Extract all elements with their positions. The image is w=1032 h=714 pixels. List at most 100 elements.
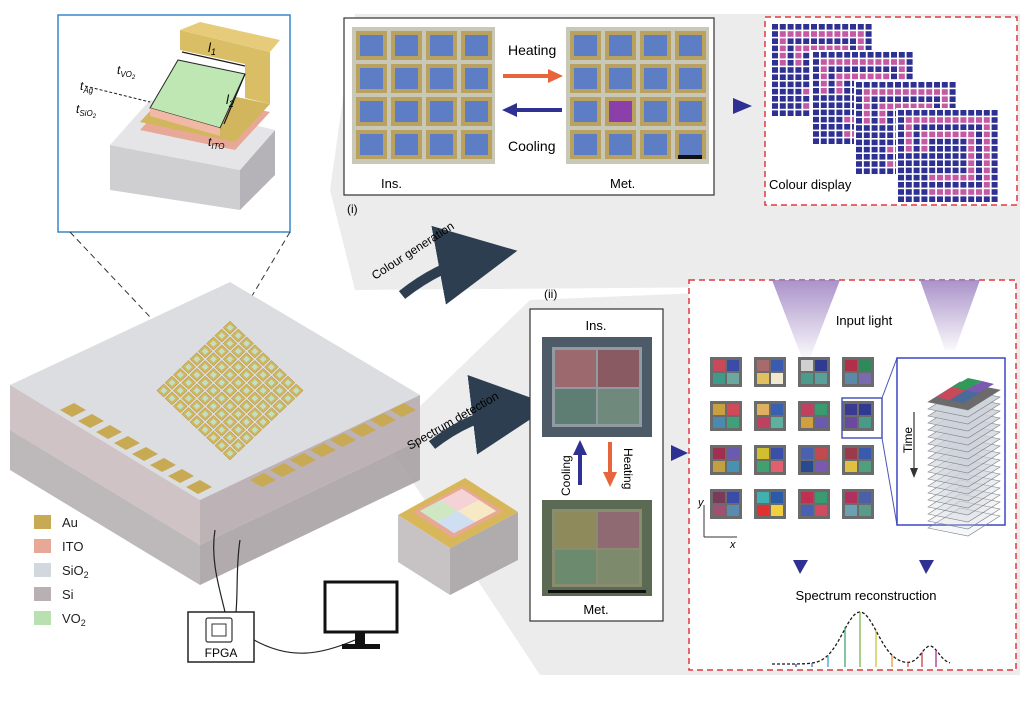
vo2-pixel bbox=[226, 387, 234, 394]
display-pixel bbox=[879, 89, 886, 95]
filter-subpixel bbox=[727, 417, 739, 428]
display-pixel bbox=[968, 160, 975, 166]
pixel-cell bbox=[574, 134, 597, 155]
display-pixel bbox=[844, 88, 851, 94]
display-pixel bbox=[944, 110, 951, 116]
display-pixel bbox=[844, 52, 851, 58]
display-pixel bbox=[921, 146, 928, 152]
display-pixel bbox=[772, 60, 778, 66]
display-pixel bbox=[820, 131, 827, 137]
display-pixel bbox=[887, 154, 894, 160]
time-slice-subpixel bbox=[950, 390, 980, 403]
display-pixel bbox=[787, 103, 794, 109]
display-pixel bbox=[836, 124, 843, 130]
display-pixel bbox=[836, 66, 843, 72]
filter-subpixel bbox=[859, 505, 871, 516]
pixel-cell bbox=[644, 101, 667, 122]
display-pixel bbox=[828, 131, 835, 137]
display-pixel bbox=[813, 73, 819, 80]
contact-pad bbox=[150, 458, 176, 472]
display-pixel bbox=[820, 66, 827, 72]
display-pixel bbox=[905, 160, 912, 166]
display-pixel bbox=[926, 103, 933, 110]
display-pixel bbox=[844, 124, 851, 130]
filter-subpixel bbox=[815, 373, 827, 384]
scale-bar bbox=[678, 155, 702, 159]
down-arrow-left bbox=[793, 560, 808, 574]
spectrum-analysis: Input light Time y x Spectrum reconstruc… bbox=[688, 279, 1017, 671]
display-pixel bbox=[820, 73, 827, 80]
display-pixel bbox=[813, 138, 819, 144]
contact-pad bbox=[186, 480, 212, 494]
display-pixel bbox=[929, 146, 936, 152]
display-pixel bbox=[836, 102, 843, 108]
display-pixel bbox=[906, 66, 913, 72]
display-pixel bbox=[952, 160, 959, 166]
vo2-pixel bbox=[243, 387, 251, 394]
display-pixel bbox=[836, 80, 843, 87]
pixel-cell bbox=[644, 35, 667, 56]
display-pixel bbox=[779, 81, 786, 88]
display-pixel bbox=[913, 146, 920, 152]
vo2-pixel bbox=[201, 426, 209, 434]
legend-label: Au bbox=[62, 515, 78, 530]
display-pixel bbox=[795, 110, 802, 116]
filter-subpixel bbox=[801, 505, 813, 516]
display-pixel bbox=[934, 103, 940, 110]
vo2-pixel bbox=[276, 402, 284, 410]
display-pixel bbox=[779, 67, 786, 73]
display-pixel bbox=[910, 103, 917, 110]
filter-subpixel bbox=[727, 448, 739, 459]
display-pixel bbox=[929, 196, 936, 202]
filter-subpixel bbox=[771, 448, 783, 459]
pixel-cell bbox=[430, 134, 453, 155]
display-pixel bbox=[952, 131, 959, 138]
vo2-pixel bbox=[218, 348, 226, 355]
display-pixel bbox=[857, 45, 864, 52]
display-pixel bbox=[859, 73, 866, 80]
display-pixel bbox=[818, 24, 825, 30]
vo2-pixel bbox=[193, 402, 201, 410]
display-pixel bbox=[913, 117, 920, 123]
display-pixel bbox=[913, 189, 920, 195]
display-pixel bbox=[856, 110, 862, 117]
display-pixel bbox=[879, 161, 886, 167]
contact-pad bbox=[390, 403, 416, 417]
display-pixel bbox=[983, 160, 990, 166]
display-pixel bbox=[836, 109, 843, 116]
display-pixel bbox=[803, 67, 810, 73]
fpga-label: FPGA bbox=[205, 646, 238, 660]
time-slice-subpixel bbox=[952, 378, 982, 390]
display-pixel bbox=[913, 124, 920, 130]
display-pixel bbox=[898, 131, 904, 138]
display-pixel bbox=[887, 118, 894, 124]
vo2-pixel bbox=[234, 426, 242, 434]
panel-i: Heating Cooling Ins. Met. (i) bbox=[343, 17, 715, 216]
vo2-pixel bbox=[276, 387, 284, 394]
display-pixel bbox=[905, 146, 912, 152]
display-pixel bbox=[906, 59, 913, 65]
vo2-pixel bbox=[168, 379, 176, 386]
display-pixel bbox=[944, 124, 951, 130]
display-pixel bbox=[859, 59, 866, 65]
filter-subpixel bbox=[757, 373, 769, 384]
display-pixel bbox=[921, 167, 928, 174]
display-pixel bbox=[803, 45, 810, 52]
display-pixel bbox=[941, 103, 948, 110]
display-pixel bbox=[871, 103, 878, 110]
display-pixel bbox=[803, 38, 810, 44]
display-pixel bbox=[779, 38, 786, 44]
filter-subpixel bbox=[845, 360, 857, 371]
t-ito-label: tITO bbox=[208, 135, 225, 151]
display-pixel bbox=[960, 196, 967, 202]
display-pixel bbox=[863, 132, 870, 138]
display-pixel bbox=[875, 52, 882, 58]
to-analysis-arrow bbox=[671, 445, 688, 461]
display-pixel bbox=[834, 38, 841, 44]
display-pixel bbox=[820, 102, 827, 108]
contact-pad bbox=[290, 453, 316, 467]
display-pixel bbox=[937, 196, 943, 202]
display-pixel bbox=[937, 117, 943, 123]
display-pixel bbox=[921, 153, 928, 159]
display-pixel bbox=[983, 153, 990, 159]
